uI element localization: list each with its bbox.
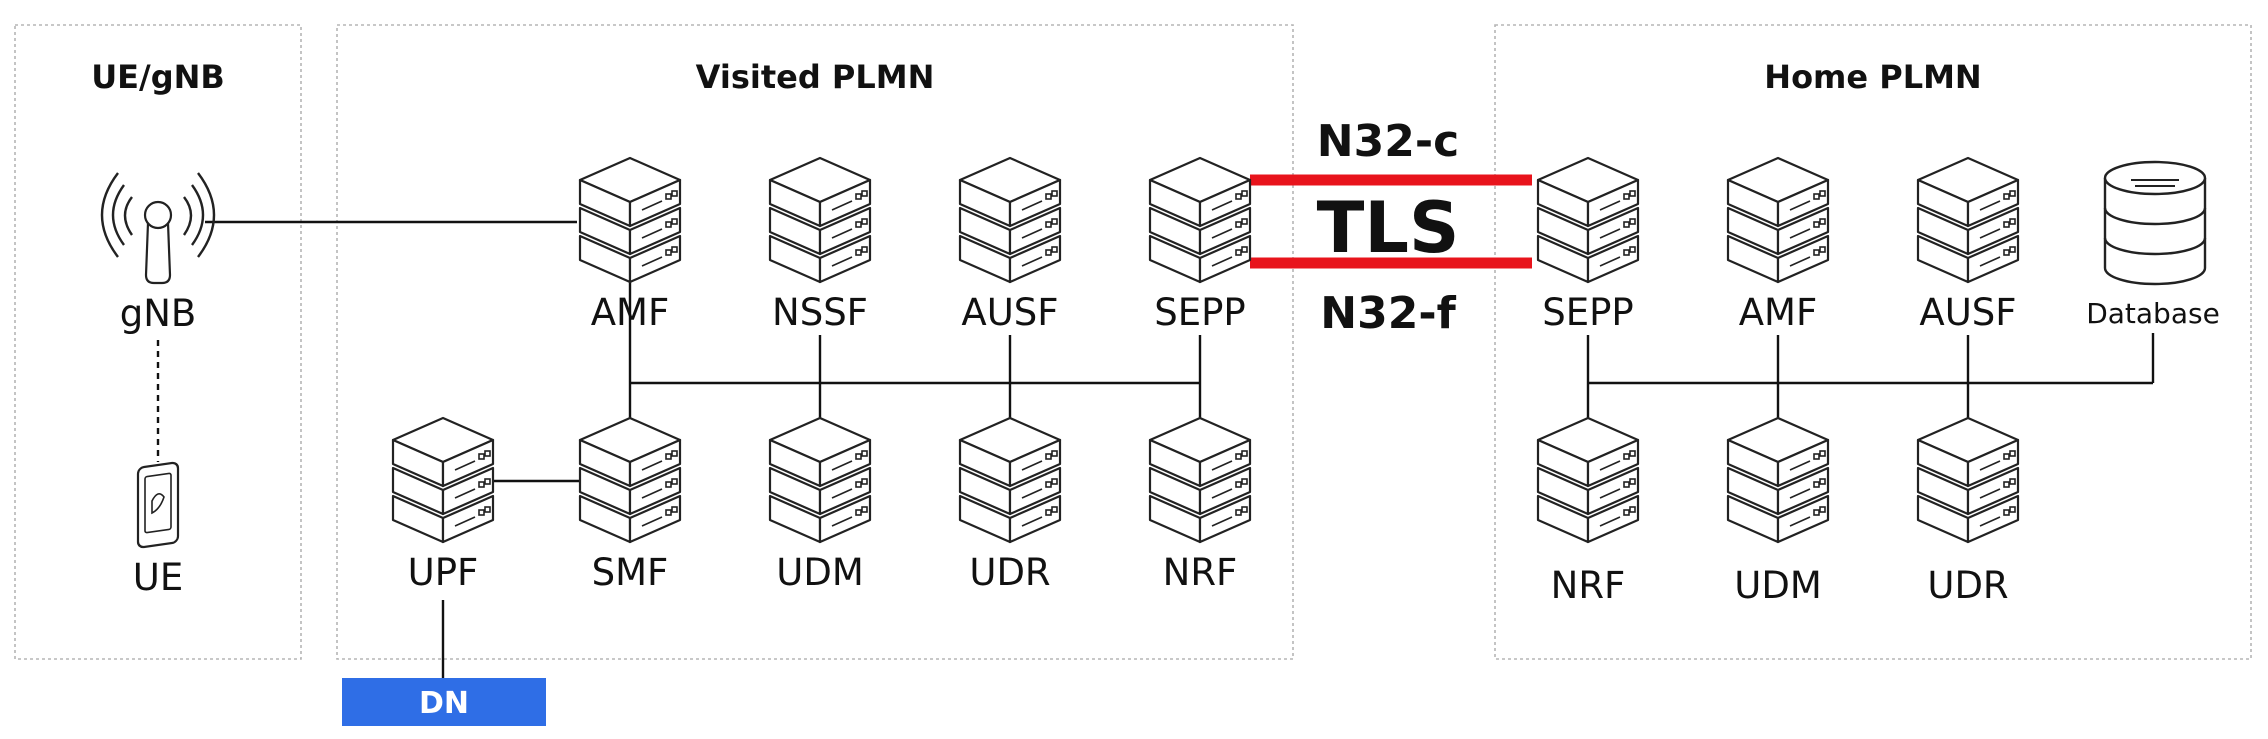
visited-smf-label: SMF: [592, 551, 669, 594]
dn-box: [342, 678, 546, 726]
tls-label: TLS: [1317, 187, 1460, 269]
visited-amf-label: AMF: [591, 291, 670, 334]
visited-nrf-label: NRF: [1163, 551, 1238, 594]
visited-plmn-region: [336, 24, 1294, 660]
ue-gnb-title: UE/gNB: [91, 58, 225, 96]
visited-sepp-label: SEPP: [1154, 291, 1246, 334]
visited-upf-label: UPF: [408, 551, 479, 594]
visited-ausf-label: AUSF: [961, 291, 1058, 334]
home-plmn-region: [1494, 24, 2252, 660]
mobile-phone-icon: [136, 461, 180, 549]
gnb-label: gNB: [120, 292, 197, 335]
server-rack-icon: [1148, 416, 1252, 544]
server-rack-icon: [768, 156, 872, 284]
dn-label: DN: [419, 686, 469, 721]
home-amf-label: AMF: [1739, 291, 1818, 334]
server-rack-icon: [958, 416, 1062, 544]
visited-plmn-title: Visited PLMN: [696, 58, 935, 96]
server-rack-icon: [391, 416, 495, 544]
server-rack-icon: [958, 156, 1062, 284]
home-ausf-label: AUSF: [1919, 291, 2016, 334]
home-nrf-label: NRF: [1551, 564, 1626, 607]
server-rack-icon: [578, 416, 682, 544]
home-plmn-title: Home PLMN: [1764, 58, 1981, 96]
database-icon: [2103, 160, 2207, 286]
ue-label: UE: [133, 556, 183, 599]
server-rack-icon: [1916, 156, 2020, 284]
n32-c-label: N32-c: [1317, 116, 1459, 167]
home-udm-label: UDM: [1734, 564, 1822, 607]
database-label: Database: [2086, 297, 2220, 330]
antenna-tower-icon: [100, 172, 216, 285]
home-udr-label: UDR: [1927, 564, 2008, 607]
visited-nssf-label: NSSF: [772, 291, 868, 334]
server-rack-icon: [1916, 416, 2020, 544]
server-rack-icon: [1536, 416, 1640, 544]
visited-udr-label: UDR: [969, 551, 1050, 594]
home-sepp-label: SEPP: [1542, 291, 1634, 334]
n32-f-label: N32-f: [1320, 288, 1456, 339]
server-rack-icon: [1536, 156, 1640, 284]
server-rack-icon: [578, 156, 682, 284]
ue-gnb-region: [14, 24, 302, 660]
server-rack-icon: [768, 416, 872, 544]
visited-udm-label: UDM: [776, 551, 864, 594]
server-rack-icon: [1726, 416, 1830, 544]
server-rack-icon: [1726, 156, 1830, 284]
server-rack-icon: [1148, 156, 1252, 284]
